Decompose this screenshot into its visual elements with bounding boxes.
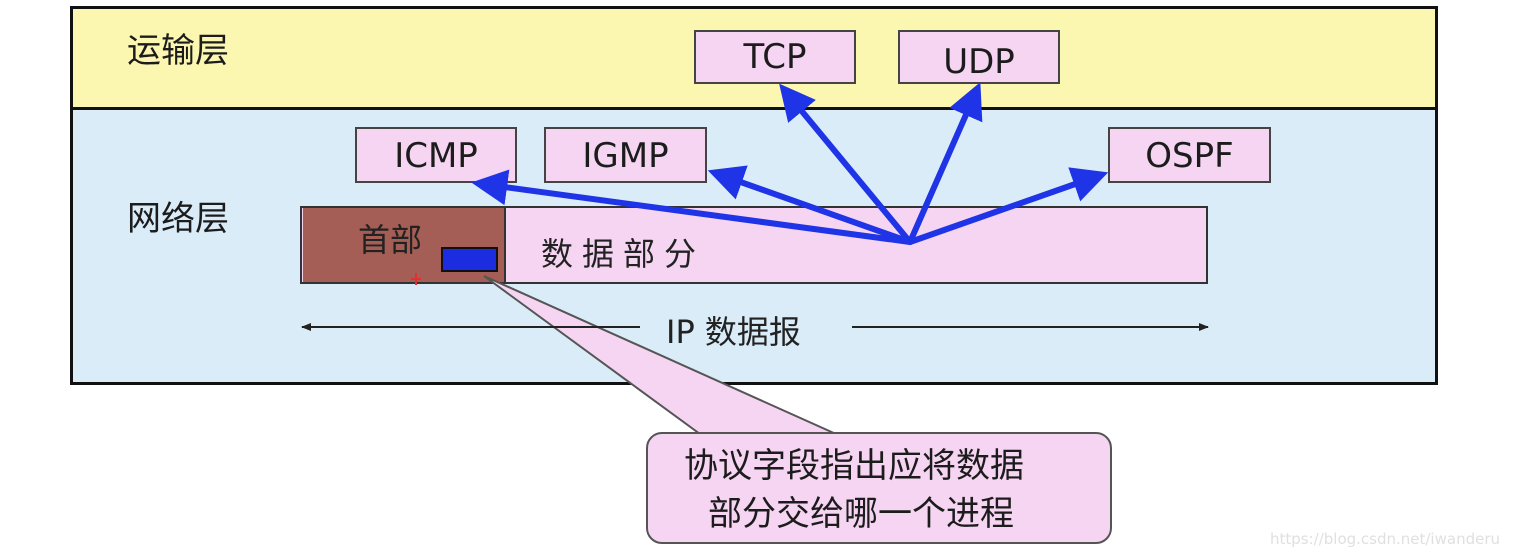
callout-pointer [483,275,837,435]
protocol-field [441,247,498,272]
tcp-box: TCP [694,30,856,84]
callout-box: 协议字段指出应将数据 部分交给哪一个进程 [646,432,1112,544]
igmp-box: IGMP [544,127,707,183]
transport-layer-label: 运输层 [127,31,229,71]
ospf-box: OSPF [1108,127,1271,183]
callout-line-2: 部分交给哪一个进程 [708,494,1014,534]
arrow-to-icmp [471,169,913,245]
protocol-arrows [471,82,1109,245]
arrow-to-igmp [707,165,913,245]
arrow-to-ospf [907,167,1109,245]
arrow-to-udp [907,82,983,245]
ip-datagram-label: IP 数据报 [666,313,801,351]
datagram-data-label: 数据部分 [541,235,706,273]
network-layer-label: 网络层 [127,199,229,239]
datagram-header-label: 首部 [358,221,423,259]
cursor-mark [411,273,421,285]
watermark: https://blog.csdn.net/iwanderu [1269,530,1500,548]
callout-line-1: 协议字段指出应将数据 [684,446,1024,486]
udp-box: UDP [898,30,1060,84]
arrow-to-tcp [779,83,913,245]
